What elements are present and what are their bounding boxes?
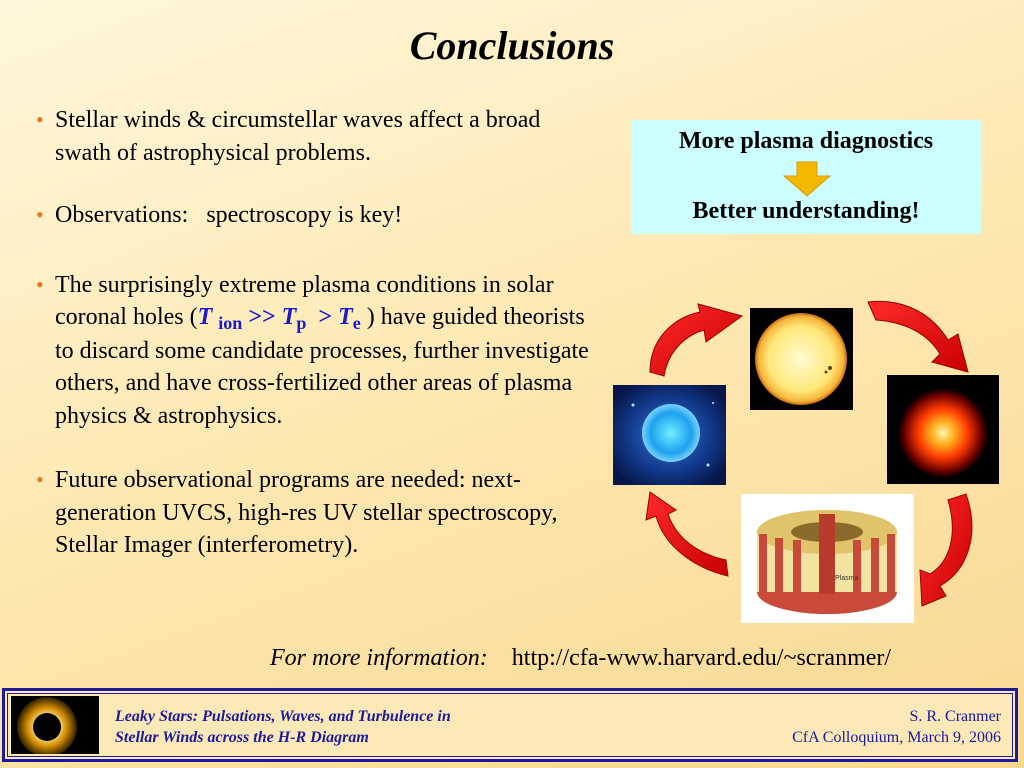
blue-star-image (613, 385, 726, 485)
bullet-dot-icon: • (36, 107, 44, 132)
eclipse-logo-icon (11, 696, 99, 757)
footer-author: S. R. Cranmer (909, 708, 1001, 725)
operator: >> (248, 304, 276, 330)
subscript: e (352, 313, 361, 333)
curved-arrow-icon (649, 303, 744, 377)
subscript: ion (218, 313, 243, 333)
glowing-star-image (887, 375, 999, 484)
bullet-item: • Stellar winds & circumstellar waves af… (36, 104, 596, 169)
slide-footer: Leaky Stars: Pulsations, Waves, and Turb… (2, 688, 1018, 762)
bullet-list: • Stellar winds & circumstellar waves af… (36, 104, 596, 562)
bullet-item: • Observations: spectroscopy is key! (36, 199, 596, 232)
footer-talk-title: Leaky Stars: Pulsations, Waves, and Turb… (115, 706, 451, 748)
footer-title-line: Stellar Winds across the H-R Diagram (115, 729, 369, 746)
bullet-text: Observations: spectroscopy is key! (55, 202, 403, 228)
tokamak-label: Plasma (835, 575, 858, 582)
sun-image (750, 308, 853, 410)
bullet-text: Stellar winds & circumstellar waves affe… (55, 107, 541, 166)
bullet-item: • The surprisingly extreme plasma condit… (36, 269, 596, 433)
bullet-dot-icon: • (36, 467, 44, 492)
down-arrow-icon (782, 161, 832, 197)
slide-title: Conclusions (409, 23, 615, 68)
bullet-dot-icon: • (36, 271, 44, 297)
temperature-symbol: T (338, 304, 353, 330)
diagnostics-top-text: More plasma diagnostics (678, 128, 934, 154)
diagnostics-box: More plasma diagnostics Better understan… (631, 120, 981, 234)
bullet-item: • Future observational programs are need… (36, 464, 596, 562)
footer-author-info: S. R. Cranmer CfA Colloquium, March 9, 2… (792, 706, 1001, 748)
operator: > (318, 304, 333, 330)
more-info-label: For more information: (270, 645, 488, 671)
footer-title-line: Leaky Stars: Pulsations, Waves, and Turb… (115, 708, 451, 725)
bullet-dot-icon: • (36, 202, 44, 227)
subscript: p (296, 313, 307, 333)
curved-arrow-icon (919, 493, 973, 607)
curved-arrow-icon (867, 300, 969, 373)
tokamak-image: Plasma (741, 494, 914, 623)
temperature-symbol: T (197, 304, 213, 330)
bullet-text: The surprisingly extreme plasma conditio… (55, 271, 554, 331)
footer-event: CfA Colloquium, March 9, 2006 (792, 729, 1001, 746)
diagnostics-bottom-text: Better understanding! (692, 198, 920, 224)
bullet-text: Future observational programs are needed… (55, 467, 558, 558)
temperature-symbol: T (281, 304, 297, 330)
footer-inner-border (7, 693, 1013, 757)
more-info-url-link[interactable]: http://cfa-www.harvard.edu/~scranmer/ (511, 645, 892, 671)
curved-arrow-icon (645, 491, 729, 577)
more-info-line: For more information: http://cfa-www.har… (270, 645, 891, 672)
bullet-text: ) have guided theorists to discard some … (55, 304, 589, 429)
